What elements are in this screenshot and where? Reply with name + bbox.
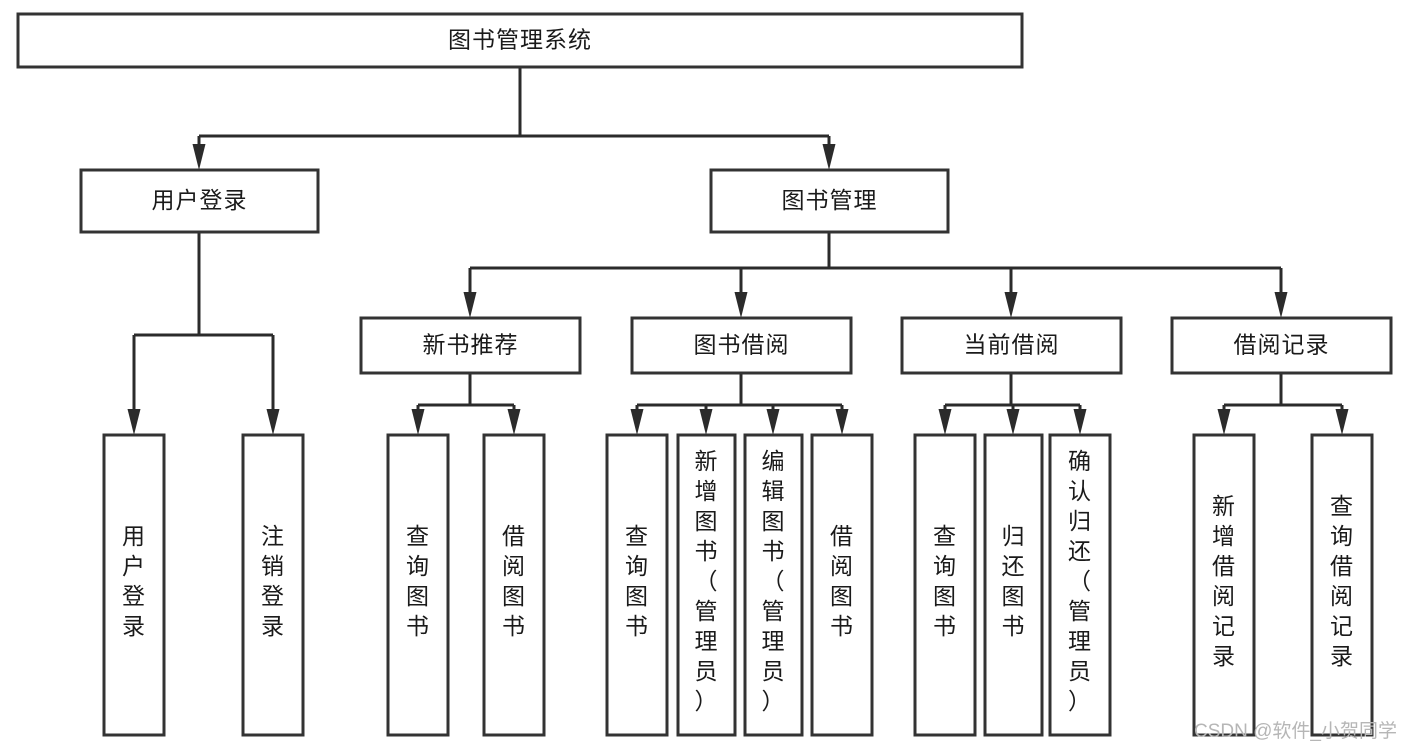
node-leaf-6[interactable]: 编辑图书（管理员）	[743, 433, 804, 737]
node-leaf-8-label: 查询图书	[933, 523, 957, 639]
node-leaf-1-label: 注销登录	[261, 523, 285, 639]
node-leaf-9-box[interactable]	[983, 433, 1044, 737]
mgmt-branch-1-head	[734, 292, 748, 318]
node-level2-0-label: 用户登录	[152, 187, 248, 213]
node-leaf-1[interactable]: 注销登录	[241, 433, 305, 737]
group-3-leaf-1-head	[1335, 409, 1349, 435]
node-level3-3-box[interactable]	[1170, 316, 1393, 375]
node-leaf-6-box[interactable]	[743, 433, 804, 737]
login-branch-1-head	[266, 409, 280, 435]
node-leaf-4-box[interactable]	[605, 433, 669, 737]
node-level3-2-box[interactable]	[900, 316, 1123, 375]
node-leaf-0[interactable]: 用户登录	[102, 433, 166, 737]
node-level2-1-label: 图书管理	[782, 187, 878, 213]
node-leaf-3-box[interactable]	[482, 433, 546, 737]
node-leaf-3[interactable]: 借阅图书	[482, 433, 546, 737]
node-leaf-1-box[interactable]	[241, 433, 305, 737]
node-leaf-11[interactable]: 新增借阅记录	[1192, 433, 1256, 737]
node-leaf-5[interactable]: 新增图书（管理员）	[676, 433, 737, 737]
node-leaf-3-label: 借阅图书	[502, 523, 526, 639]
group-2-leaf-2-head	[1073, 409, 1087, 435]
node-leaf-2-box[interactable]	[386, 433, 450, 737]
node-leaf-12[interactable]: 查询借阅记录	[1310, 433, 1374, 737]
node-leaf-11-label: 新增借阅记录	[1212, 493, 1236, 669]
group-0-leaf-1-head	[507, 409, 521, 435]
node-level3-2[interactable]: 当前借阅	[900, 316, 1123, 375]
root-branch-1-head	[822, 144, 836, 170]
node-leaf-0-box[interactable]	[102, 433, 166, 737]
node-leaf-2-label: 查询图书	[406, 523, 430, 639]
node-level2-0[interactable]: 用户登录	[79, 168, 320, 234]
node-level3-1-label: 图书借阅	[694, 332, 790, 358]
node-root-box[interactable]	[16, 12, 1024, 69]
node-leaf-2[interactable]: 查询图书	[386, 433, 450, 737]
node-level2-1[interactable]: 图书管理	[709, 168, 950, 234]
node-level2-0-box[interactable]	[79, 168, 320, 234]
node-leaf-10-box[interactable]	[1048, 433, 1112, 737]
node-root[interactable]: 图书管理系统	[16, 12, 1024, 69]
node-level3-3-label: 借阅记录	[1234, 332, 1330, 358]
node-root-label: 图书管理系统	[448, 27, 592, 53]
node-leaf-9[interactable]: 归还图书	[983, 433, 1044, 737]
mgmt-branch-3-head	[1274, 292, 1288, 318]
node-level3-0-label: 新书推荐	[423, 332, 519, 358]
node-leaf-7[interactable]: 借阅图书	[810, 433, 874, 737]
mgmt-branch-2-head	[1004, 292, 1018, 318]
node-level2-1-box[interactable]	[709, 168, 950, 234]
node-leaf-12-label: 查询借阅记录	[1330, 493, 1354, 669]
node-leaf-5-label: 新增图书（管理员）	[695, 448, 719, 714]
node-level3-3[interactable]: 借阅记录	[1170, 316, 1393, 375]
node-level3-0-box[interactable]	[359, 316, 582, 375]
root-branch-0-head	[192, 144, 206, 170]
node-leaf-10-label: 确认归还（管理员）	[1068, 448, 1092, 714]
group-1-leaf-0-head	[630, 409, 644, 435]
group-3-leaf-0-head	[1217, 409, 1231, 435]
group-1-leaf-3-head	[835, 409, 849, 435]
node-leaf-12-box[interactable]	[1310, 433, 1374, 737]
mgmt-branch-0-head	[463, 292, 477, 318]
login-branch-0-head	[127, 409, 141, 435]
node-leaf-6-label: 编辑图书（管理员）	[762, 448, 786, 714]
node-leaf-4[interactable]: 查询图书	[605, 433, 669, 737]
node-leaf-5-box[interactable]	[676, 433, 737, 737]
node-leaf-7-label: 借阅图书	[830, 523, 854, 639]
connector-layer	[127, 67, 1349, 435]
group-2-leaf-0-head	[938, 409, 952, 435]
node-level3-0[interactable]: 新书推荐	[359, 316, 582, 375]
node-leaf-8-box[interactable]	[913, 433, 977, 737]
group-1-leaf-1-head	[699, 409, 713, 435]
node-leaf-7-box[interactable]	[810, 433, 874, 737]
node-leaf-11-box[interactable]	[1192, 433, 1256, 737]
node-level3-1-box[interactable]	[630, 316, 853, 375]
group-0-leaf-0-head	[411, 409, 425, 435]
node-layer: 图书管理系统用户登录图书管理新书推荐图书借阅当前借阅借阅记录用户登录注销登录查询…	[16, 12, 1393, 737]
group-1-leaf-2-head	[766, 409, 780, 435]
node-level3-1[interactable]: 图书借阅	[630, 316, 853, 375]
node-level3-2-label: 当前借阅	[964, 332, 1060, 358]
group-2-leaf-1-head	[1006, 409, 1020, 435]
node-leaf-10[interactable]: 确认归还（管理员）	[1048, 433, 1112, 737]
node-leaf-8[interactable]: 查询图书	[913, 433, 977, 737]
node-leaf-0-label: 用户登录	[122, 523, 146, 639]
node-leaf-9-label: 归还图书	[1002, 523, 1026, 639]
node-leaf-4-label: 查询图书	[625, 523, 649, 639]
